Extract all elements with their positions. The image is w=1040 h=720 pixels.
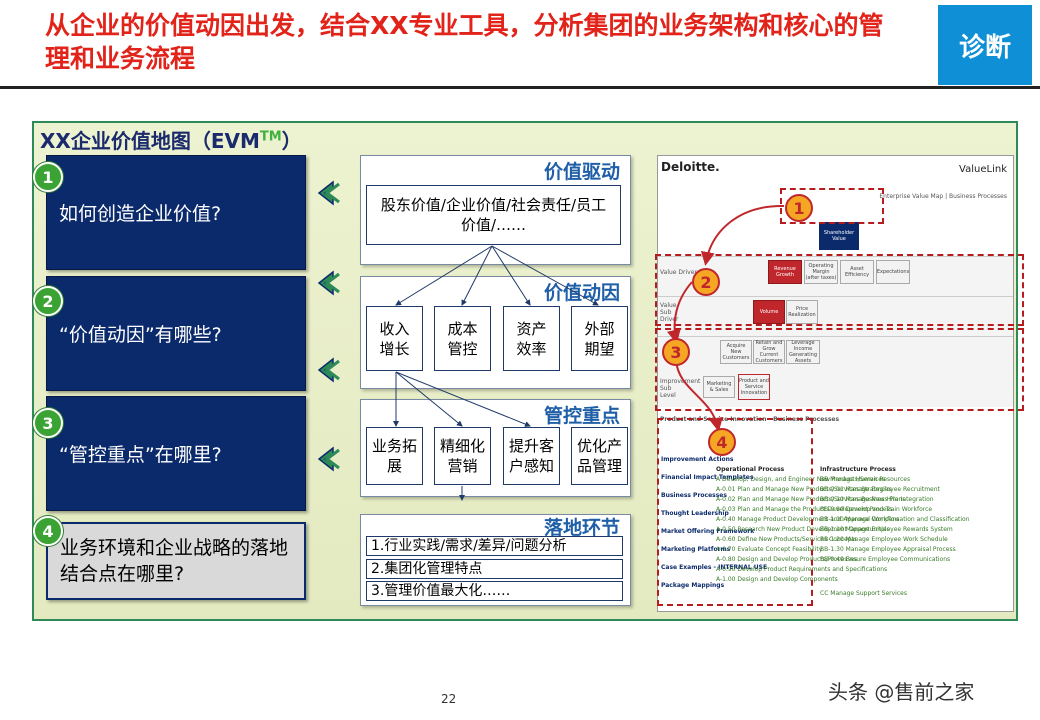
question-box-2: “价值动因”有哪些? [46, 276, 306, 391]
valuelink-logo: ValueLink [959, 164, 1007, 175]
chevron-left-icon [317, 180, 340, 206]
operational-item: A-0.40 Manage Product Development and Ap… [716, 516, 900, 523]
left-menu-item: Financial Impact Templates [661, 474, 754, 481]
deloitte-logo: Deloitte. [661, 160, 720, 174]
question-box-4: 业务环境和企业战略的落地结合点在哪里? [46, 522, 306, 600]
page-title: 从企业的价值动因出发，结合XX专业工具，分析集团的业务架构和核心的管理和业务流程 [45, 11, 884, 73]
highlight-processes [657, 418, 813, 606]
factor-cell: 成本管控 [434, 306, 491, 371]
row-label: Value Sub Driver [660, 302, 679, 323]
factor-cell: 外部期望 [571, 306, 628, 371]
highlight-drivers [655, 254, 1024, 326]
breadcrumb: Enterprise Value Map | Business Processe… [879, 193, 1007, 200]
chevron-left-icon [317, 446, 340, 472]
operational-item: A-0.02 Plan and Manage New Products/Serv… [716, 496, 906, 503]
sublevel-node: Product and Service Innovation [738, 374, 770, 400]
header-divider [0, 86, 1040, 89]
sub-driver-node: Price Realization [786, 300, 818, 324]
infrastructure-item: BB-0.10 Manage New Hire Integration [820, 496, 934, 503]
control-cell: 提升客户感知 [503, 427, 560, 485]
question-number-3: 3 [33, 408, 63, 438]
infrastructure-item: BB-0.80 Develop and Train Workforce [820, 506, 933, 513]
section-badge: 诊断 [938, 5, 1032, 85]
infrastructure-item: BB-0.01 Manage Employee Recruitment [820, 486, 940, 493]
operational-item: A-0.70 Evaluate Concept Feasibility [716, 546, 823, 553]
question-box-1: 如何创造企业价值? [46, 155, 306, 270]
infrastructure-item: BB-1.10 Manage Employee Rewards System [820, 526, 953, 533]
value-drive-box: 股东价值/企业价值/社会责任/员工价值/…… [366, 185, 621, 245]
page-number: 22 [441, 692, 457, 706]
section-heading: 管控重点 [543, 405, 620, 427]
landing-line: 3.管理价值最大化…… [366, 581, 623, 601]
highlight-improvements [655, 328, 1024, 411]
operational-item: A-0.03 Plan and Manage the Product Devel… [716, 506, 893, 513]
improvement-node: Acquire New Customers [720, 340, 752, 364]
improvement-node: Retain and Grow Current Customers [753, 340, 785, 364]
driver-node: Revenue Growth [768, 260, 802, 284]
operational-item: A Develop, Design, and Engineer New Prod… [716, 476, 886, 483]
infrastructure-title: Infrastructure Process [820, 466, 896, 473]
left-menu-item: Market Offering Framework [661, 528, 755, 535]
control-cell: 精细化营销 [434, 427, 491, 485]
driver-node: Expectations [876, 260, 910, 284]
left-menu-item: Case Examples - INTERNAL USE [661, 564, 768, 571]
question-number-4: 4 [33, 516, 63, 546]
row-label: Value Driver [660, 269, 697, 276]
control-cell: 优化产品管理 [571, 427, 628, 485]
operational-item: A-0.60 Define New Products/Services Conc… [716, 536, 857, 543]
landing-line: 2.集团化管理特点 [366, 559, 623, 579]
watermark: 头条 @售前之家 [828, 680, 975, 704]
chevron-left-icon [317, 270, 340, 296]
infrastructure-item: CC Manage Support Services [820, 590, 907, 597]
factor-cell: 资产效率 [503, 306, 560, 371]
operational-item: A-0.80 Design and Develop Products/Proce… [716, 556, 858, 563]
section-heading: 落地环节 [543, 517, 620, 539]
section-heading: 价值动因 [543, 282, 620, 304]
driver-node: Asset Efficiency [840, 260, 874, 284]
improvement-node: Leverage Income Generating Assets [786, 340, 820, 364]
left-menu-item: Marketing Platforms [661, 546, 731, 553]
left-menu-item: Improvement Actions [661, 456, 734, 463]
callout-number: 2 [692, 268, 720, 296]
landing-line: 1.行业实践/需求/差异/问题分析 [366, 536, 623, 556]
chevron-left-icon [317, 357, 340, 383]
infrastructure-item: BB-1.30 Manage Employee Appraisal Proces… [820, 546, 956, 553]
callout-number: 4 [708, 428, 736, 456]
left-menu-item: Thought Leadership [661, 510, 729, 517]
infrastructure-item: BB-1.00 Manage Compensation and Classifi… [820, 516, 970, 523]
callout-number: 3 [662, 338, 690, 366]
operational-item: A-1.00 Design and Develop Components [716, 576, 838, 583]
operational-item: A-0.50 Research New Product Development … [716, 526, 890, 533]
question-number-1: 1 [33, 162, 63, 192]
sub-driver-node: Volume [753, 300, 785, 324]
question-box-3: “管控重点”在哪里? [46, 396, 306, 511]
factor-cell: 收入增长 [366, 306, 423, 371]
operational-item: A-0.01 Plan and Manage New Products/Serv… [716, 486, 892, 493]
operational-title: Operational Process [716, 466, 785, 473]
infrastructure-item: BB-0.40 Ensure Employee Communications [820, 556, 951, 563]
driver-node: Operating Margin (after taxes) [804, 260, 838, 284]
section-heading: 价值驱动 [543, 161, 620, 183]
left-menu-item: Package Mappings [661, 582, 725, 589]
sub-driver-band [658, 296, 1013, 337]
callout-number: 1 [785, 194, 813, 222]
operational-item: A-0.90 Develop Product Requirements and … [716, 566, 888, 573]
left-menu-item: Business Processes [661, 492, 727, 499]
panel-title: XX企业价值地图（EVMTM） [40, 129, 302, 153]
control-cell: 业务拓展 [366, 427, 423, 485]
infrastructure-item: BB-1.20 Manage Employee Work Schedule [820, 536, 948, 543]
root-node: Shareholder Value [819, 222, 859, 250]
question-number-2: 2 [33, 286, 63, 316]
infrastructure-item: BB Manage Human Resources [820, 476, 911, 483]
